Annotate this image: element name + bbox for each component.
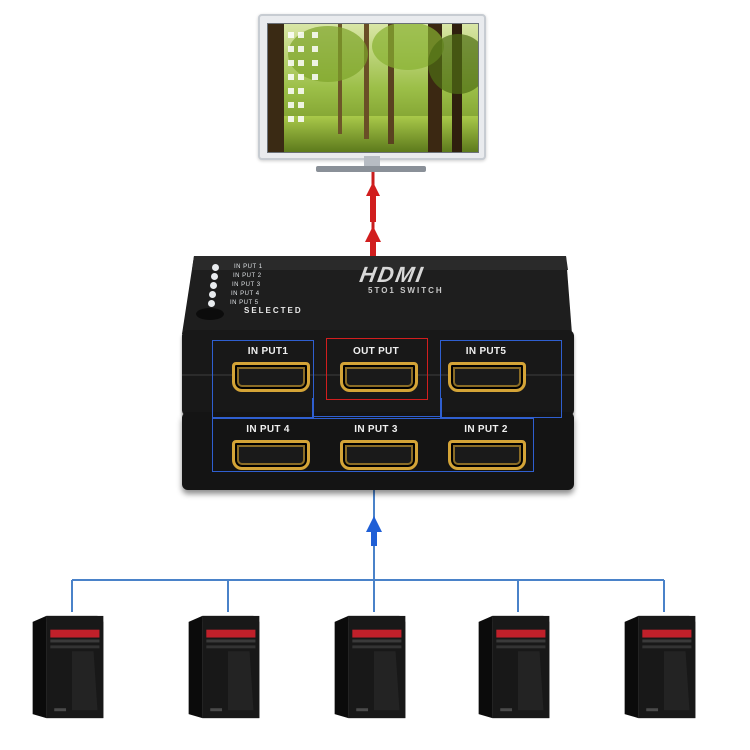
led-label: IN PUT 5 <box>230 300 259 306</box>
led-label: IN PUT 2 <box>233 273 262 279</box>
port-label-output: OUT PUT <box>353 346 399 357</box>
switch-top-surface <box>182 256 572 334</box>
forest-wallpaper <box>268 24 478 152</box>
input-highlight-box <box>440 340 562 418</box>
monitor-screen <box>267 23 479 153</box>
hdmi-port-input-4[interactable] <box>232 440 310 470</box>
select-button <box>196 308 224 320</box>
hdmi-port-input-5[interactable] <box>448 362 526 392</box>
led-indicator <box>210 282 217 289</box>
hdmi-logo: HDMI <box>357 262 427 287</box>
led-label: IN PUT 3 <box>232 282 261 288</box>
input-arrow-head <box>366 516 382 532</box>
led-label: IN PUT 4 <box>231 291 260 297</box>
output-highlight-box <box>326 338 428 400</box>
input-highlight-box <box>312 398 442 417</box>
port-label-input-2: IN PUT 2 <box>464 424 508 435</box>
hdmi-port-output[interactable] <box>340 362 418 392</box>
desktop-computer-icon <box>334 612 406 727</box>
hdmi-port-input-2[interactable] <box>448 440 526 470</box>
desktop-icons <box>288 32 318 122</box>
led-indicator <box>209 291 216 298</box>
output-arrow-shaft-upper <box>370 196 376 222</box>
output-arrow-head-upper <box>366 182 380 196</box>
led-label: IN PUT 1 <box>234 264 263 270</box>
desktop-computer-icon <box>478 612 550 727</box>
hdmi-port-input-1[interactable] <box>232 362 310 392</box>
switch-model-label: 5TO1 SWITCH <box>368 286 444 295</box>
led-indicator <box>212 264 219 271</box>
input-arrow-shaft <box>371 532 377 546</box>
output-arrow-head-lower <box>365 226 381 242</box>
led-indicator <box>211 273 218 280</box>
port-label-input-1: IN PUT1 <box>247 346 289 357</box>
selected-label: SELECTED <box>244 306 303 315</box>
hdmi-port-input-3[interactable] <box>340 440 418 470</box>
desktop-computer-icon <box>32 612 104 727</box>
monitor-stand <box>316 166 426 172</box>
desktop-computer-icon <box>624 612 696 727</box>
port-label-input-4: IN PUT 4 <box>246 424 290 435</box>
monitor-neck <box>364 156 380 168</box>
tv-monitor <box>258 14 486 160</box>
input-highlight-box <box>212 418 534 472</box>
desktop-computer-icon <box>188 612 260 727</box>
input-highlight-box <box>212 340 314 418</box>
port-label-input-5: IN PUT5 <box>465 346 507 357</box>
led-indicator <box>208 300 215 307</box>
output-arrow-shaft-lower <box>370 242 376 256</box>
port-label-input-3: IN PUT 3 <box>354 424 398 435</box>
